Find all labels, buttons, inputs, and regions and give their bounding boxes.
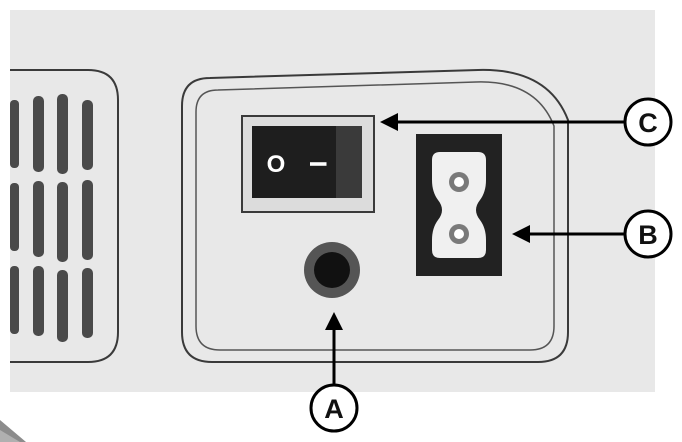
connector-pin-bottom-center — [454, 229, 464, 239]
connector-pin-top-center — [454, 177, 464, 187]
connection-panel — [181, 68, 569, 363]
vent-slot — [10, 100, 19, 168]
arrowhead-b — [512, 225, 530, 243]
switch-on-symbol: I — [304, 161, 331, 168]
callout-circle — [623, 209, 673, 259]
switch-rocker-shade — [336, 126, 362, 198]
vent-slot — [10, 266, 19, 334]
corner-shape-inner — [0, 430, 20, 442]
ventilation-grille — [10, 69, 119, 363]
vent-slot — [57, 182, 68, 262]
panel-outline-outer — [181, 68, 569, 363]
callout-circle — [623, 97, 673, 147]
vent-slot — [10, 183, 19, 251]
callout-a: A — [309, 383, 359, 433]
power-switch[interactable]: O I — [241, 115, 375, 213]
connector-socket — [432, 152, 486, 258]
vent-slot — [33, 181, 44, 257]
callout-letter: C — [638, 108, 658, 138]
panel-outline-inner — [195, 81, 555, 351]
vent-slot — [82, 180, 93, 260]
vent-slot — [82, 268, 93, 338]
callout-c: C — [623, 97, 673, 147]
arrowhead-a — [325, 312, 343, 330]
switch-off-symbol: O — [267, 151, 286, 178]
vent-slot — [33, 96, 44, 172]
arrowhead-c — [380, 113, 398, 131]
round-jack — [304, 242, 360, 298]
vent-slot — [57, 270, 68, 342]
vent-slot — [33, 266, 44, 336]
callout-b: B — [623, 209, 673, 259]
leader-lines — [325, 113, 624, 384]
vent-slot — [57, 94, 68, 174]
vent-slot — [82, 100, 93, 170]
jack-inner — [314, 252, 350, 288]
vent-slots — [10, 94, 93, 342]
power-inlet-connector — [416, 134, 502, 276]
callout-letter: B — [638, 220, 658, 250]
callout-letter: A — [324, 394, 344, 424]
callout-circle — [309, 383, 359, 433]
grille-outline — [10, 69, 119, 363]
